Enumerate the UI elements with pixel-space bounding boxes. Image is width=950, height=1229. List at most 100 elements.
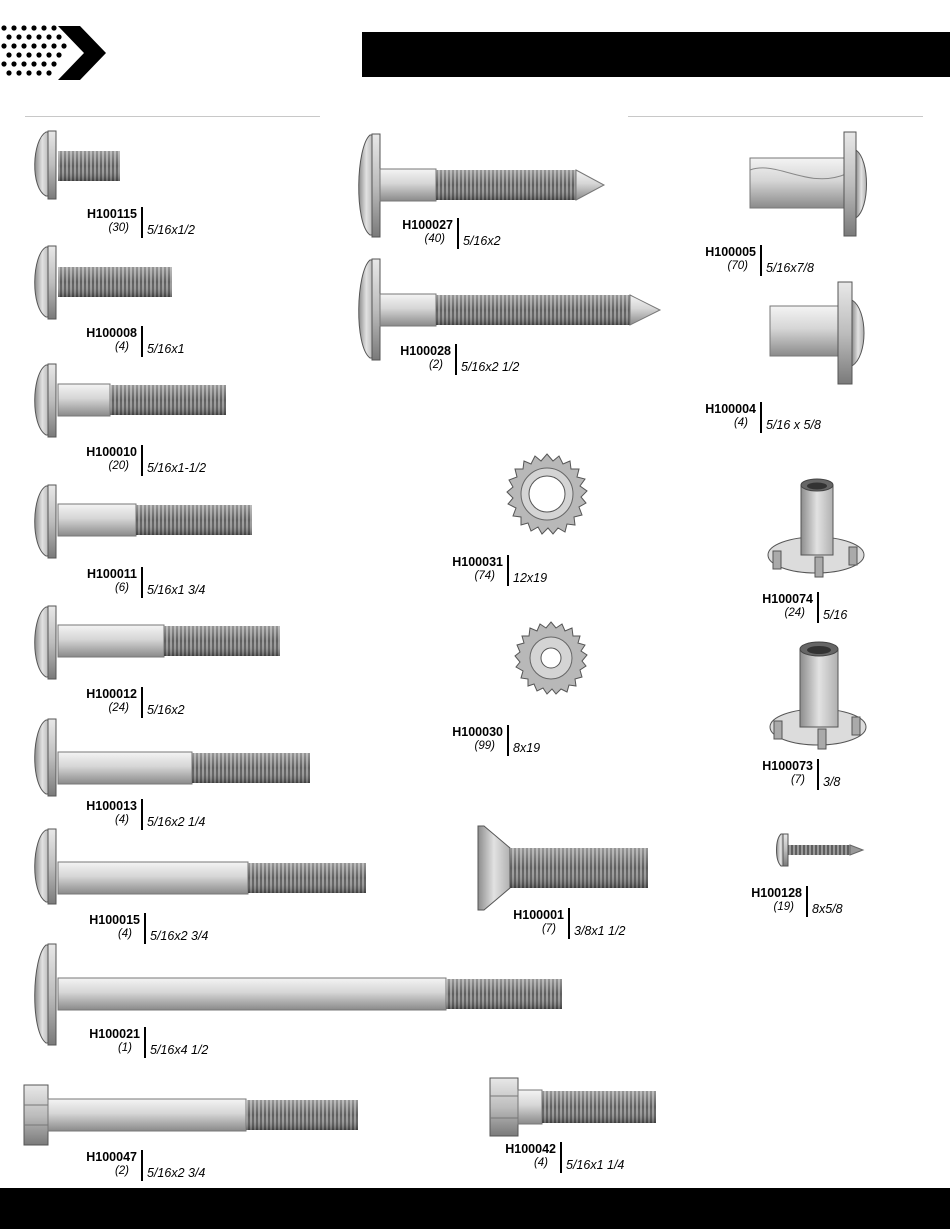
part-quantity: (30) — [108, 222, 129, 234]
label-divider — [141, 207, 143, 238]
part-size: 8x19 — [513, 741, 541, 755]
part-code: H100042 — [505, 1142, 556, 1156]
part-code: H100030 — [452, 725, 503, 739]
pointed-screw-icon — [358, 258, 662, 361]
t-nut-icon — [767, 478, 865, 578]
label-divider — [141, 567, 143, 598]
label-divider — [144, 1027, 146, 1058]
part-code: H100115 — [86, 207, 137, 221]
hex-bolt-icon — [23, 1084, 358, 1146]
part-size: 5/16x1 3/4 — [147, 583, 206, 597]
part-quantity: (4) — [114, 341, 129, 353]
part-code: H100073 — [762, 759, 813, 773]
label-divider — [760, 402, 762, 433]
truss-head-bolt-icon — [34, 363, 226, 438]
truss-head-bolt-icon — [34, 828, 366, 905]
part-size: 5/16x2 1/4 — [147, 815, 206, 829]
label-divider — [457, 218, 459, 249]
part-code: H100074 — [762, 592, 813, 606]
part-code: H100031 — [452, 555, 503, 569]
part-size: 5/16x1-1/2 — [147, 461, 207, 475]
hex-bolt-icon — [489, 1077, 656, 1137]
header-bar — [362, 32, 950, 77]
part-size: 5/16x2 3/4 — [147, 1166, 206, 1180]
part-quantity: (74) — [474, 570, 495, 582]
lock-washer-icon — [506, 453, 588, 535]
part-code: H100015 — [89, 913, 140, 927]
part-size: 5/16x7/8 — [766, 261, 814, 275]
part-quantity: (4) — [733, 417, 748, 429]
label-divider — [760, 245, 762, 276]
truss-head-bolt-icon — [34, 718, 310, 797]
truss-head-bolt-icon — [34, 130, 120, 200]
divider-left — [25, 116, 320, 117]
part-quantity: (19) — [773, 901, 794, 913]
part-code: H100027 — [402, 218, 453, 232]
label-divider — [144, 913, 146, 944]
part-quantity: (2) — [114, 1165, 129, 1177]
flat-head-bolt-icon — [477, 825, 648, 911]
part-quantity: (7) — [790, 774, 805, 786]
part-code: H100010 — [86, 445, 137, 459]
part-size: 5/16x2 3/4 — [150, 929, 209, 943]
part-code: H100001 — [513, 908, 564, 922]
truss-head-bolt-icon — [34, 605, 280, 680]
t-nut-icon — [769, 641, 867, 750]
part-quantity: (24) — [108, 702, 129, 714]
part-code: H100013 — [86, 799, 137, 813]
label-divider — [806, 886, 808, 917]
part-size: 12x19 — [513, 571, 548, 585]
truss-head-bolt-icon — [34, 245, 172, 320]
part-code: H100005 — [705, 245, 756, 259]
label-divider — [568, 908, 570, 939]
barrel-nut-icon — [769, 281, 865, 385]
label-divider — [507, 555, 509, 586]
part-size: 5/16 x 5/8 — [766, 418, 821, 432]
part-quantity: (4) — [533, 1157, 548, 1169]
label-divider — [141, 799, 143, 830]
pointed-screw-icon — [358, 133, 606, 238]
part-size: 5/16x2 1/2 — [461, 360, 520, 374]
part-quantity: (1) — [117, 1042, 132, 1054]
label-divider — [507, 725, 509, 756]
part-quantity: (7) — [541, 923, 556, 935]
label-divider — [141, 326, 143, 357]
barrel-nut-icon — [749, 131, 867, 237]
part-size: 3/8x1 1/2 — [574, 924, 626, 938]
truss-head-bolt-icon — [34, 484, 252, 559]
part-quantity: (24) — [784, 607, 805, 619]
part-quantity: (70) — [727, 260, 748, 272]
part-size: 3/8 — [823, 775, 841, 789]
label-divider — [141, 687, 143, 718]
part-quantity: (4) — [114, 814, 129, 826]
part-quantity: (2) — [428, 359, 443, 371]
part-quantity: (4) — [117, 928, 132, 940]
part-quantity: (40) — [424, 233, 445, 245]
part-code: H100004 — [705, 402, 756, 416]
label-divider — [817, 759, 819, 790]
part-quantity: (6) — [114, 582, 129, 594]
part-code: H100008 — [86, 326, 137, 340]
part-code: H100011 — [86, 567, 137, 581]
small-screw-icon — [776, 833, 865, 867]
lock-washer-icon — [514, 621, 588, 695]
part-code: H100021 — [89, 1027, 140, 1041]
part-size: 5/16x1 1/4 — [566, 1158, 625, 1172]
footer-bar — [0, 1188, 950, 1229]
part-code: H100012 — [86, 687, 137, 701]
part-size: 8x5/8 — [812, 902, 843, 916]
label-divider — [455, 344, 457, 375]
label-divider — [141, 445, 143, 476]
part-code: H100047 — [86, 1150, 137, 1164]
part-size: 5/16x2 — [463, 234, 501, 248]
part-size: 5/16 — [823, 608, 848, 622]
part-size: 5/16x4 1/2 — [150, 1043, 209, 1057]
part-quantity: (20) — [108, 460, 129, 472]
part-size: 5/16x1 — [147, 342, 185, 356]
part-size: 5/16x1/2 — [147, 223, 195, 237]
label-divider — [817, 592, 819, 623]
divider-right — [628, 116, 923, 117]
chevron-logo-icon — [1, 25, 106, 80]
label-divider — [560, 1142, 562, 1173]
part-size: 5/16x2 — [147, 703, 185, 717]
